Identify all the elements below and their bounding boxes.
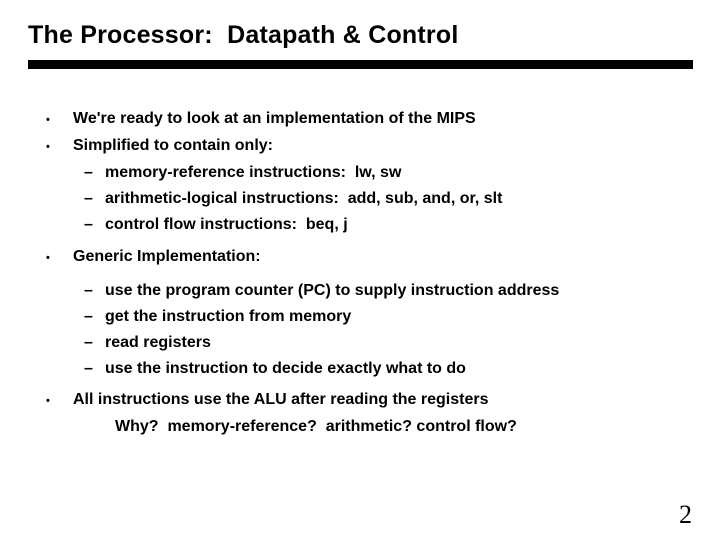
bullet-item: • Generic Implementation:: [0, 244, 720, 271]
bullet-icon: •: [46, 141, 50, 153]
dash-icon: –: [84, 334, 93, 351]
bullet-icon: •: [46, 114, 50, 126]
bullet-text: All instructions use the ALU after readi…: [73, 391, 489, 408]
dash-icon: –: [84, 360, 93, 377]
page-number: 2: [679, 500, 692, 529]
dash-icon: –: [84, 282, 93, 299]
dash-icon: –: [84, 190, 93, 207]
bullet-text: Simplified to contain only:: [73, 137, 273, 154]
slide-body: • We're ready to look at an implementati…: [0, 106, 720, 440]
dash-icon: –: [84, 216, 93, 233]
dash-icon: –: [84, 164, 93, 181]
sub-bullet-item: – control flow instructions: beq, j: [0, 212, 720, 238]
bullet-text: We're ready to look at an implementation…: [73, 110, 476, 127]
sub-bullet-item: – read registers: [0, 330, 720, 356]
sub-bullet-text: arithmetic-logical instructions: add, su…: [105, 190, 503, 207]
bullet-item: • All instructions use the ALU after rea…: [0, 387, 720, 414]
bullet-icon: •: [46, 395, 50, 407]
bullet-item: • We're ready to look at an implementati…: [0, 106, 720, 133]
sub-bullet-item: – arithmetic-logical instructions: add, …: [0, 186, 720, 212]
sub-bullet-text: control flow instructions: beq, j: [105, 216, 348, 233]
title-rule: [28, 60, 693, 69]
sub-bullet-text: use the program counter (PC) to supply i…: [105, 282, 560, 299]
sub-bullet-item: – get the instruction from memory: [0, 304, 720, 330]
sub-bullet-item: – memory-reference instructions: lw, sw: [0, 160, 720, 186]
indented-line-text: Why? memory-reference? arithmetic? contr…: [115, 418, 517, 435]
sub-bullet-text: read registers: [105, 334, 211, 351]
bullet-icon: •: [46, 252, 50, 264]
sub-bullet-text: memory-reference instructions: lw, sw: [105, 164, 402, 181]
bullet-item: • Simplified to contain only:: [0, 133, 720, 160]
dash-icon: –: [84, 308, 93, 325]
sub-bullet-text: get the instruction from memory: [105, 308, 352, 325]
bullet-text: Generic Implementation:: [73, 248, 261, 265]
sub-bullet-item: – use the instruction to decide exactly …: [0, 356, 720, 382]
indented-line: Why? memory-reference? arithmetic? contr…: [0, 414, 720, 440]
page-title: The Processor: Datapath & Control: [28, 21, 459, 49]
sub-bullet-item: – use the program counter (PC) to supply…: [0, 278, 720, 304]
sub-bullet-text: use the instruction to decide exactly wh…: [105, 360, 466, 377]
